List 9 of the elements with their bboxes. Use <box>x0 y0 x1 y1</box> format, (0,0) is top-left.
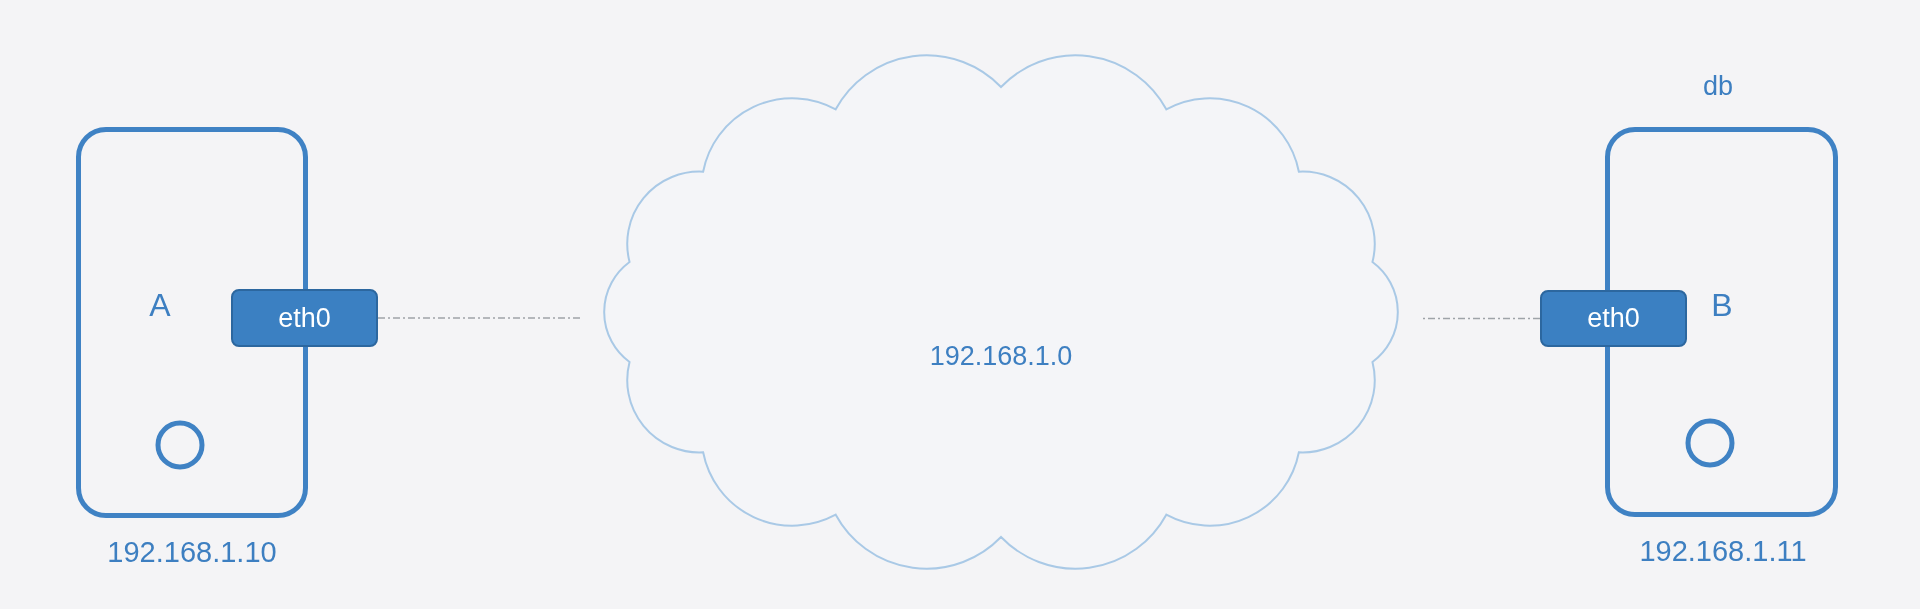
ip-address: 192.168.1.10 <box>107 537 277 567</box>
interface-label: eth0 <box>231 289 378 347</box>
host-label: B <box>1711 289 1733 321</box>
network-address: 192.168.1.0 <box>929 342 1073 370</box>
network-link <box>377 317 583 319</box>
host-label: A <box>149 289 171 321</box>
host-name: db <box>1702 72 1733 100</box>
interface-label: eth0 <box>1540 290 1687 347</box>
ip-address: 192.168.1.11 <box>1639 536 1807 566</box>
